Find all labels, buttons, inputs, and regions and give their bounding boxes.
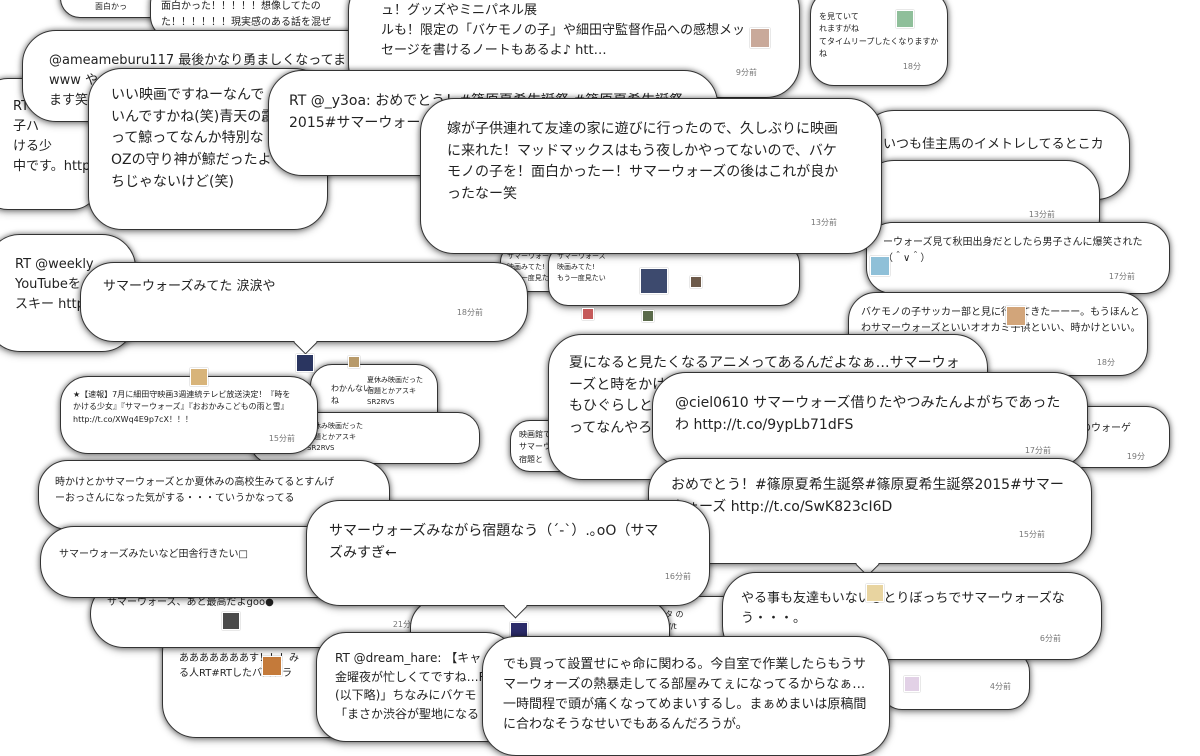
user-avatar-icon[interactable] [296, 354, 314, 372]
tweet-text: いい映画ですねーなんで いんですかね(笑)青天の霹 って鯨ってなんか特別な OZ… [111, 87, 276, 190]
tweet-text: らのウォーゲ [1071, 423, 1131, 434]
user-avatar-icon[interactable] [190, 368, 208, 386]
tweet-bubble: ★【速報】7月に細田守映画3週連続テレビ放送決定！『時を かける少女』『サマーウ… [60, 376, 318, 454]
tweet-timestamp: 6分前 [1039, 634, 1061, 643]
tweet-timestamp: 15分前 [268, 434, 295, 443]
tweet-text: 夏休み映画だった 宿題とかアスキ SR2RVS [367, 376, 423, 406]
tweet-timestamp: 13分前 [1028, 210, 1055, 219]
tweet-text: サマーウォーズ 映画みてた! もう一度見たい [557, 252, 606, 282]
tweet-timestamp: 19分 [1126, 452, 1145, 461]
user-avatar-icon[interactable] [1006, 306, 1026, 326]
tweet-text: @ciel0610 サマーウォーズ借りたやつみたんよがちであった わ http:… [675, 395, 1061, 433]
tweet-text: @ameameburu117 最後かなり勇ましくなってましたよ www や ます… [49, 53, 385, 109]
tweet-text: RT @weekly YouTubeを スキー http [15, 257, 94, 313]
user-avatar-icon[interactable] [348, 356, 360, 368]
user-avatar-icon[interactable] [582, 308, 594, 320]
tweet-text: RT @dream_hare: 【キャ 金曜夜が忙しくてですね…R (以下略)」… [335, 651, 487, 721]
tweet-timestamp: 17分前 [1108, 272, 1135, 281]
bubble-tail [293, 330, 318, 355]
tweet-timestamp: 21分前 [392, 620, 419, 629]
user-avatar-icon[interactable] [642, 310, 654, 322]
tweet-timestamp: 18分前 [456, 308, 483, 317]
tweet-timestamp: 18分 [1096, 358, 1115, 367]
user-avatar-icon[interactable] [640, 268, 668, 294]
user-avatar-icon[interactable] [222, 612, 240, 630]
tweet-bubble: サマーウォーズみてた 涙涙や 18分前 [80, 262, 528, 355]
tweet-bubble: を見ていて れますがね てタイムリープしたくなりますかね 18分 [810, 0, 948, 86]
tweet-text: サマーウォーズ 映画みてた! もう一度見たい [507, 252, 556, 282]
user-avatar-icon[interactable] [690, 276, 702, 288]
tweet-text: 夏休み映画だった 宿題とかアスキ SR2RVS [307, 422, 363, 452]
tweet-bubble: やる事も友達もいないひとりぼっちでサマーウォーズな う・・・。 6分前 [722, 572, 1102, 660]
tweet-text: でも買って設置せにゃ命に関わる。今自室で作業したらもうサ マーウォーズの熱暴走し… [503, 657, 867, 733]
tweet-text: 面白かっ [95, 2, 127, 11]
tweet-text: ュ！グッズやミニパネル展 ルも！限定の「バケモノの子」や細田守監督作品への感想メ… [381, 3, 746, 59]
tweet-text: わかんない ね [331, 384, 371, 406]
tweet-text: サマーウォーズみたいなど田舎行きたい□ [59, 549, 248, 560]
tweet-timestamp: 15分前 [1018, 530, 1045, 539]
tweet-timestamp: 17分前 [1024, 446, 1051, 455]
tweet-bubble: 嫁が子供連れて友達の家に遊びに行ったので、久しぶりに映画 に来れた！マッドマック… [420, 98, 882, 254]
tweet-text: 面白かった！！！！！想像してたの た！！！！！！現実感のある話を混ぜ [161, 1, 331, 28]
tweet-timestamp: 16分前 [664, 572, 691, 581]
tweet-text: サマーウォーズ、あと最高だよgoo● [107, 597, 274, 608]
tweet-bubble: @ciel0610 サマーウォーズ借りたやつみたんよがちであった わ http:… [652, 372, 1088, 468]
tweet-text: サマーウォーズみてた 涙涙や [103, 279, 276, 294]
tweet-text: ーウォーズ見て秋田出身だとしたら男子さんに爆笑された （＾∨＾） [883, 237, 1143, 264]
tweet-bubble: サマーウォーズ 映画みてた! もう一度見たい [548, 244, 800, 306]
tweet-bubble: おめでとう！#篠原夏希生誕祭#篠原夏希生誕祭2015#サマー ウォーズ http… [648, 458, 1092, 577]
tweet-text: やる事も友達もいないひとりぼっちでサマーウォーズな う・・・。 [741, 591, 1065, 627]
tweet-text: 映画館で サマーウォーズ 宿題と [519, 430, 575, 464]
tweet-text: を見ていて れますがね てタイムリープしたくなりますかね [819, 12, 939, 59]
tweet-bubble: でも買って設置せにゃ命に関わる。今自室で作業したらもうサ マーウォーズの熱暴走し… [482, 636, 890, 756]
tweet-bubble: サマーウォーズみながら宿題なう（´-`）.｡oO（サマ ズみすぎ← 16分前 [306, 500, 710, 619]
tweet-text: 夏になると見たくなるアニメってあるんだよなぁ…サマーウォ ーズと時をかけ もひぐ… [569, 355, 960, 437]
user-avatar-icon[interactable] [904, 676, 920, 692]
user-avatar-icon[interactable] [870, 256, 890, 276]
tweet-text: バケモノの子サッカー部と見に行ってきたーーー。もうほんと わサマーウォーズといい… [861, 307, 1141, 334]
user-avatar-icon[interactable] [750, 28, 770, 48]
tweet-timestamp: 18分 [902, 62, 921, 71]
user-avatar-icon[interactable] [262, 656, 282, 676]
tweet-text: いつも佳主馬のイメトレしてるとこカ [883, 137, 1104, 152]
tweet-text: 時かけとかサマーウォーズとか夏休みの高校生みてるとすんげ ーおっさんになった気が… [55, 477, 335, 504]
tweet-text: 嫁が子供連れて友達の家に遊びに行ったので、久しぶりに映画 に来れた！マッドマック… [447, 121, 839, 203]
tweet-timestamp: 4分前 [989, 682, 1011, 691]
tweet-text: サマーウォーズみながら宿題なう（´-`）.｡oO（サマ ズみすぎ← [329, 523, 659, 561]
tweet-bubble: ーウォーズ見て秋田出身だとしたら男子さんに爆笑された （＾∨＾） 17分前 [866, 222, 1170, 294]
tweet-timestamp: 13分前 [810, 218, 837, 227]
tweet-text: おめでとう！#篠原夏希生誕祭#篠原夏希生誕祭2015#サマー ウォーズ http… [671, 477, 1064, 515]
tweet-text: ★【速報】7月に細田守映画3週連続テレビ放送決定！『時を かける少女』『サマーウ… [73, 390, 291, 424]
user-avatar-icon[interactable] [866, 584, 884, 602]
tweet-timestamp: 9分前 [735, 68, 757, 77]
user-avatar-icon[interactable] [896, 10, 914, 28]
